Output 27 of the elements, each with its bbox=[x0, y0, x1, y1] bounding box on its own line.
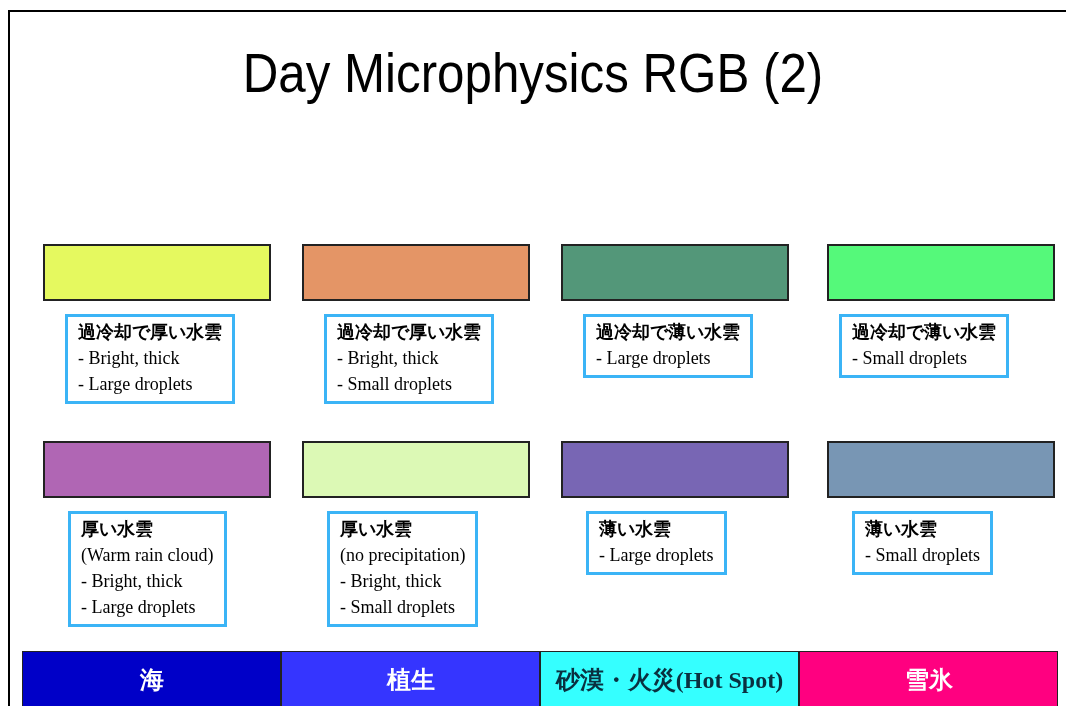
caption-line: - Bright, thick bbox=[337, 347, 440, 370]
legend-label: 砂漠・火災(Hot Spot) bbox=[555, 667, 784, 693]
caption-line: - Small droplets bbox=[865, 544, 980, 567]
caption-line: - Bright, thick bbox=[340, 570, 443, 593]
legend-label: 海 bbox=[139, 667, 164, 693]
title: Day Microphysics RGB (2) bbox=[241, 40, 825, 105]
caption-line: - Large droplets bbox=[599, 544, 714, 567]
caption-line: (Warm rain cloud) bbox=[81, 544, 214, 567]
caption-line: - Small droplets bbox=[337, 373, 453, 396]
caption-heading: 薄い水雲 bbox=[599, 518, 672, 541]
caption-line: - Bright, thick bbox=[78, 347, 181, 370]
caption-line: - Bright, thick bbox=[81, 570, 184, 593]
caption-line: (no precipitation) bbox=[340, 544, 466, 567]
caption-line: - Small droplets bbox=[852, 347, 968, 370]
caption-heading: 過冷却で薄い水雲 bbox=[596, 321, 740, 344]
caption-line: - Large droplets bbox=[81, 596, 197, 619]
caption-line: - Small droplets bbox=[340, 596, 456, 619]
caption-heading: 薄い水雲 bbox=[865, 518, 938, 541]
caption-heading: 厚い水雲 bbox=[340, 518, 413, 541]
caption-heading: 過冷却で厚い水雲 bbox=[78, 321, 222, 344]
caption-line: - Large droplets bbox=[78, 373, 194, 396]
caption-heading: 厚い水雲 bbox=[81, 518, 154, 541]
legend-label: 植生 bbox=[386, 667, 435, 693]
legend-label: 雪氷 bbox=[904, 667, 953, 693]
caption-line: - Large droplets bbox=[596, 347, 712, 370]
caption-heading: 過冷却で厚い水雲 bbox=[337, 321, 481, 344]
caption-heading: 過冷却で薄い水雲 bbox=[852, 321, 996, 344]
